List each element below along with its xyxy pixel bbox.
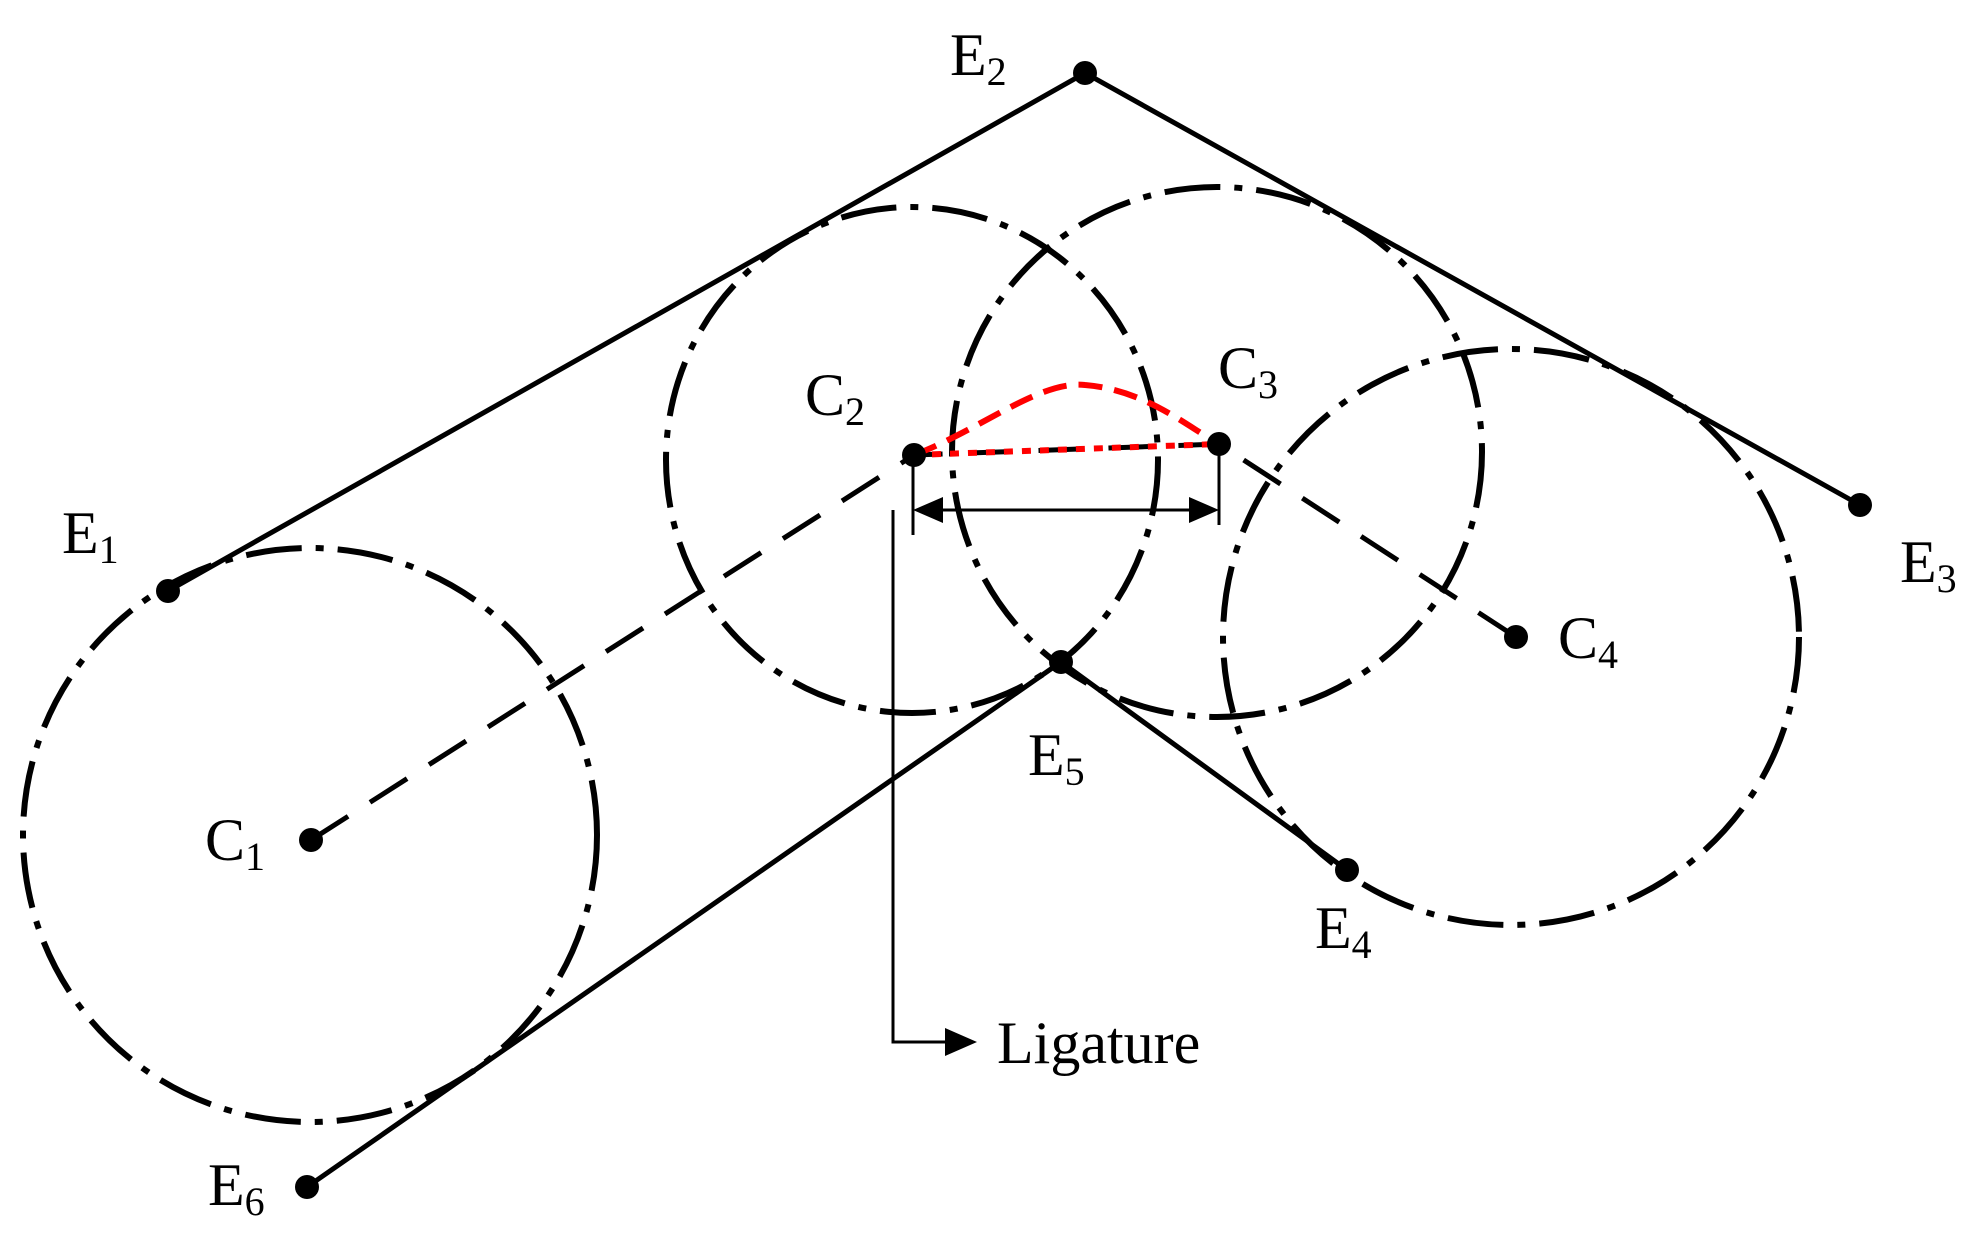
ligature-curve-dashed — [912, 381, 1221, 458]
ligature-chord-dotted — [913, 441, 1220, 458]
ligature-paths — [912, 381, 1221, 458]
point-e4 — [1335, 858, 1359, 882]
point-c2 — [902, 443, 926, 467]
label-e3: E3 — [1900, 529, 1957, 601]
point-e3 — [1848, 493, 1872, 517]
circle-c4 — [1220, 346, 1802, 928]
label-e1: E1 — [62, 500, 119, 572]
label-c4: C4 — [1558, 605, 1618, 677]
points — [156, 61, 1872, 1199]
ligature-marker — [891, 444, 1221, 1056]
label-e5: E5 — [1028, 722, 1085, 794]
arrowhead-left — [913, 497, 943, 523]
point-e6 — [295, 1175, 319, 1199]
point-c1 — [299, 828, 323, 852]
circle-c1 — [20, 545, 600, 1125]
arrowhead-right — [1189, 497, 1219, 523]
arrowhead-leader — [945, 1028, 977, 1056]
point-e1 — [156, 579, 180, 603]
labels: E1 E2 E3 E4 E5 E6 C1 C2 C3 C4 Ligature — [62, 22, 1957, 1224]
label-e2: E2 — [950, 22, 1007, 94]
ligature-leader-line — [891, 510, 945, 1044]
label-c3: C3 — [1218, 335, 1278, 407]
point-c3 — [1207, 432, 1231, 456]
circle-c2 — [663, 204, 1161, 716]
upper-hull-line — [166, 70, 1862, 594]
label-c1: C1 — [205, 807, 265, 879]
label-e6: E6 — [208, 1152, 265, 1224]
point-e2 — [1073, 61, 1097, 85]
ligature-label: Ligature — [997, 1010, 1200, 1076]
point-c4 — [1504, 625, 1528, 649]
label-c2: C2 — [805, 362, 865, 434]
point-e5 — [1049, 650, 1073, 674]
circles — [20, 184, 1802, 1125]
label-e4: E4 — [1315, 895, 1372, 967]
